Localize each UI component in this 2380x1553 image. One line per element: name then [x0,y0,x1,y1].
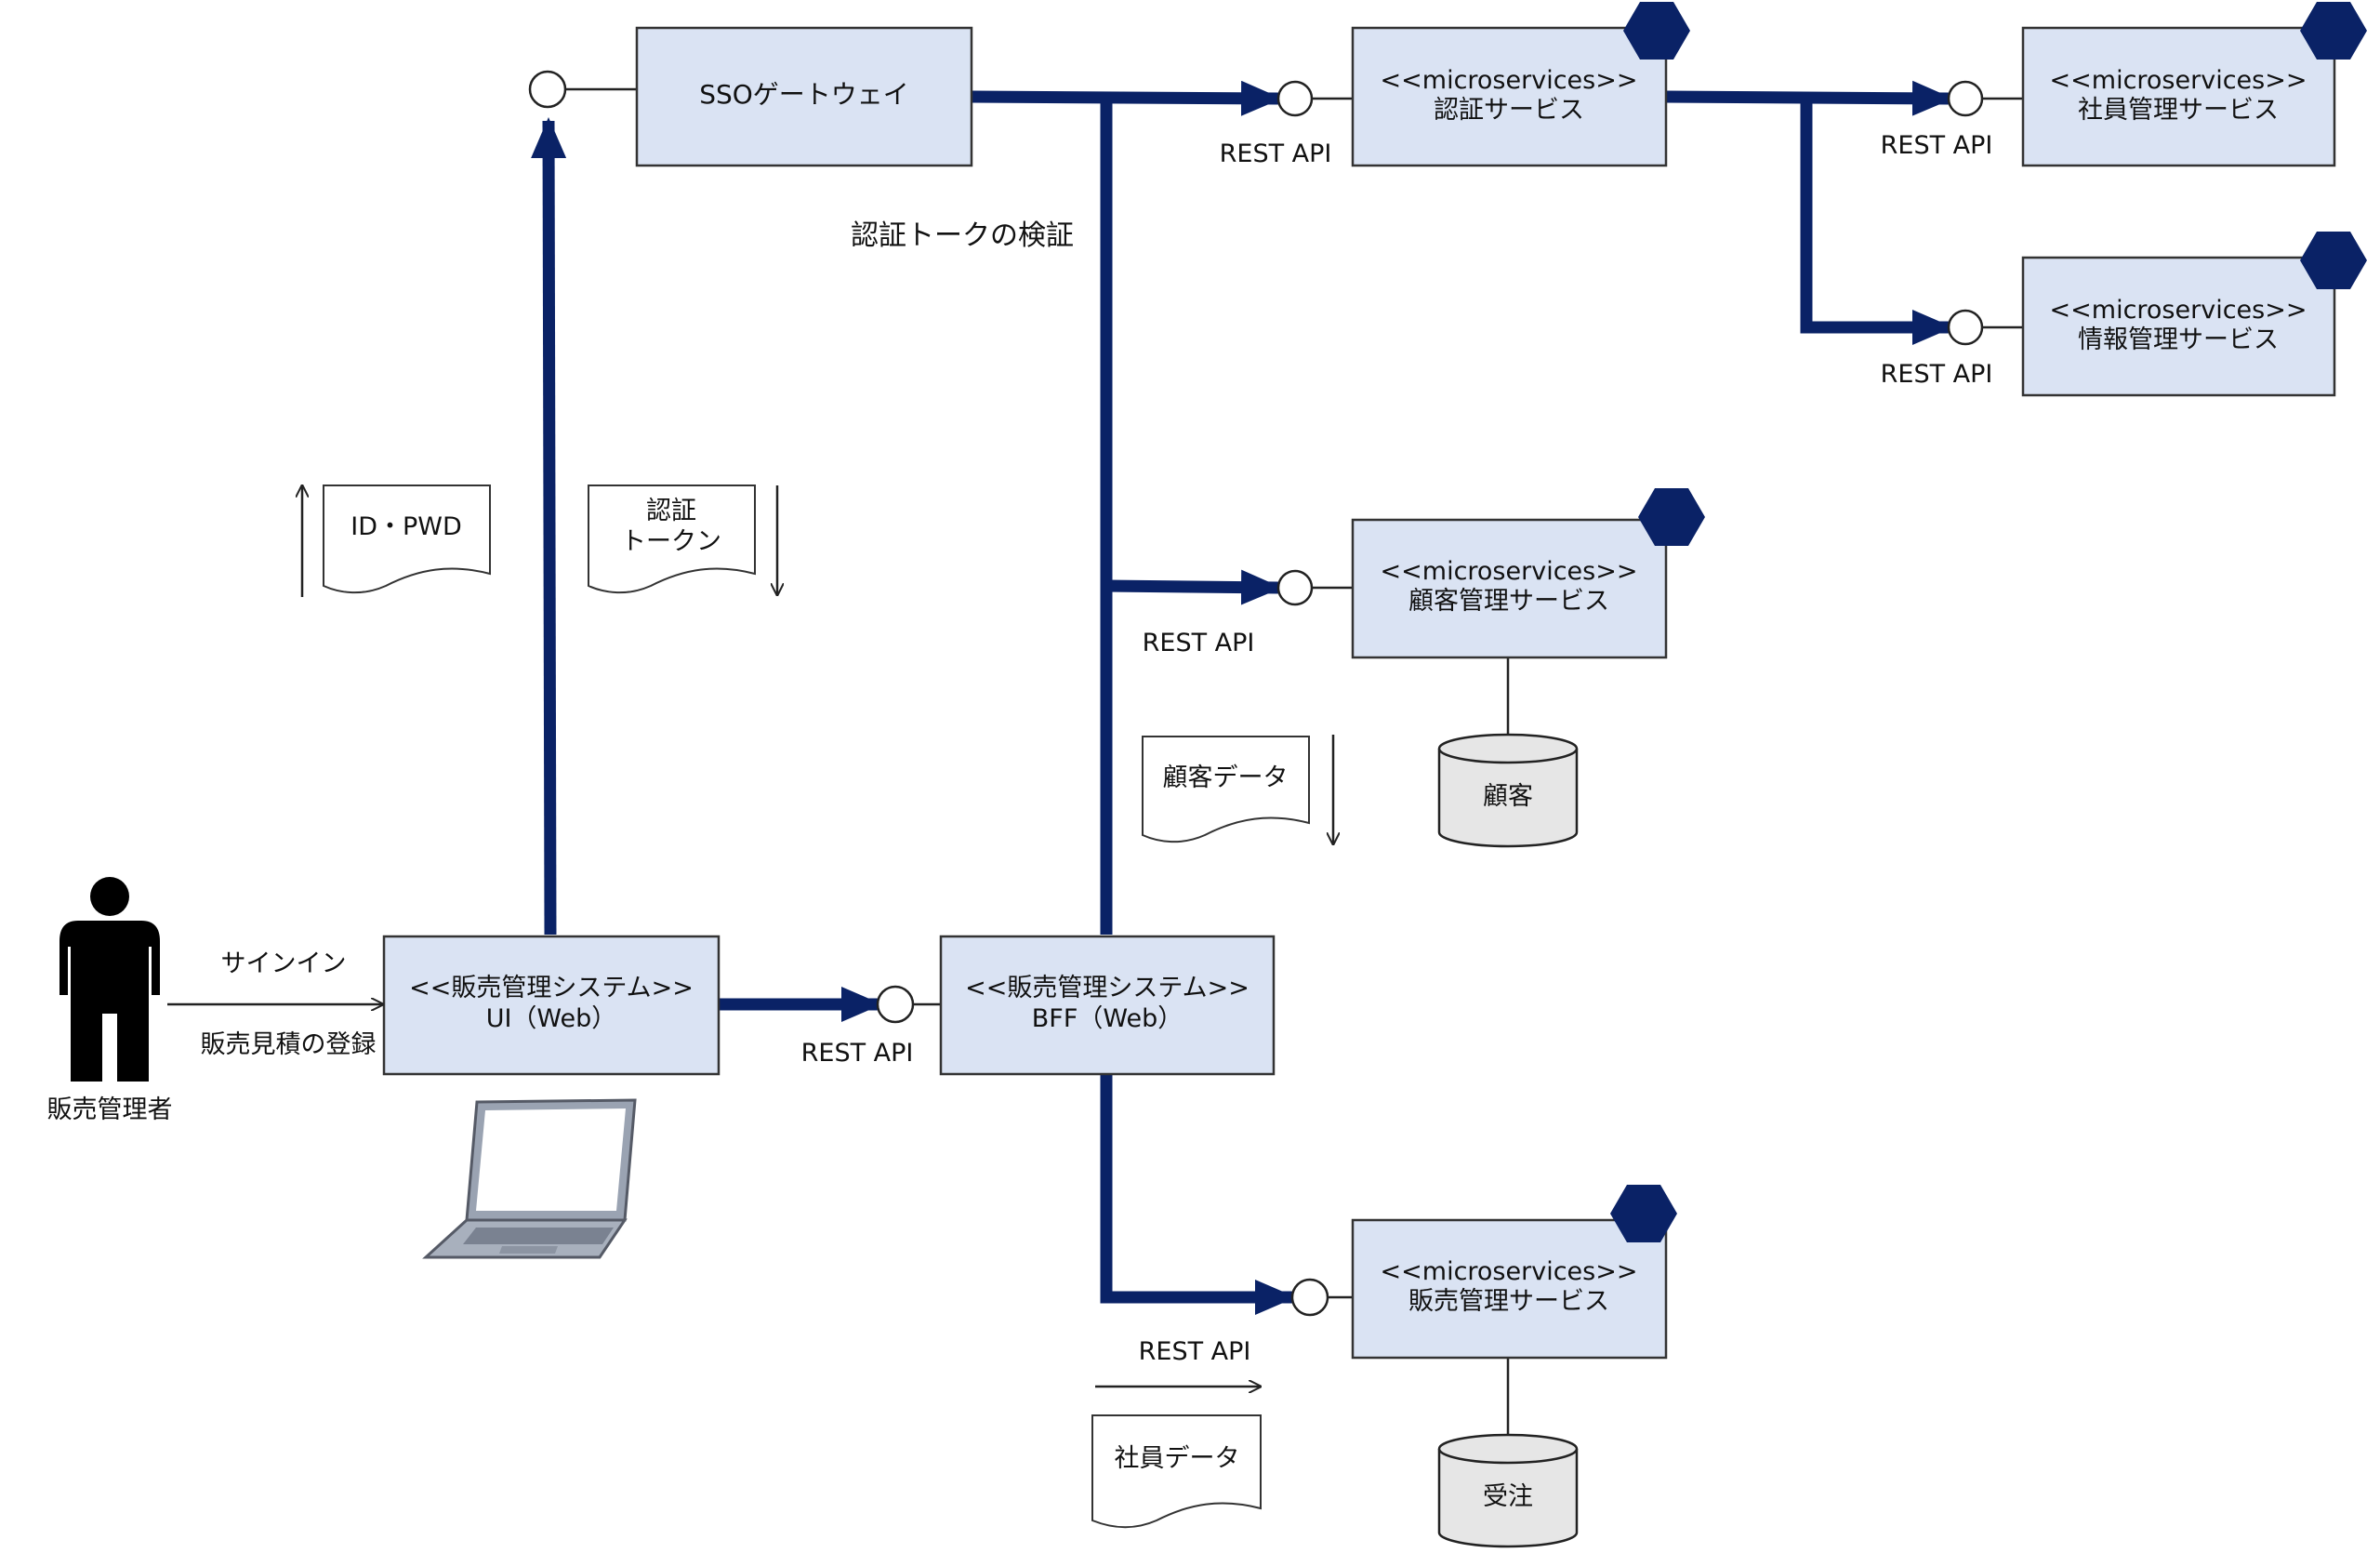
ui-label: UI（Web） [486,1004,617,1033]
sso-to-auth-connector [971,80,1282,116]
customer-service-component: <<microservices>> 顧客管理サービス [1351,488,1705,659]
employee-stereotype: <<microservices>> [2050,66,2307,95]
sso-gateway-label: SSOゲートウェイ [699,79,909,110]
register-label: 販売見積の登録 [201,1030,377,1059]
microservice-hex-icon [2300,232,2367,289]
id-pwd-document: ID・PWD [323,484,491,594]
bff-to-sales-connector [1100,1074,1296,1315]
bff-stereotype: <<販売管理システム>> [965,974,1250,1002]
employee-data-text: 社員データ [1115,1444,1240,1473]
sales-interface [1290,1278,1329,1317]
auth-to-info-connector [1800,97,1953,345]
info-label: 情報管理サービス [2078,325,2279,354]
microservice-hex-icon [1610,1185,1677,1242]
customer-database: 顧客 [1437,733,1579,848]
id-pwd-text: ID・PWD [350,512,462,541]
bff-web-component: <<販売管理システム>> BFF（Web） [939,935,1276,1076]
token-text-line1: 認証 [646,497,696,525]
info-stereotype: <<microservices>> [2050,296,2307,325]
microservice-hex-icon [1623,2,1690,60]
token-verify-label: 認証トークの検証 [851,219,1074,252]
actor-person-icon [60,877,160,1082]
employee-interface [1947,80,1984,117]
customer-data-text: 顧客データ [1163,763,1289,792]
employee-data-document: 社員データ [1091,1414,1262,1529]
auth-label: 認証サービス [1434,96,1584,125]
customer-stereotype: <<microservices>> [1381,557,1638,586]
info-rest-api-label: REST API [1881,360,1993,389]
sales-rest-api-label: REST API [1139,1337,1251,1366]
employee-service-component: <<microservices>> 社員管理サービス [2021,2,2367,167]
info-service-component: <<microservices>> 情報管理サービス [2021,232,2367,397]
auth-service-component: <<microservices>> 認証サービス [1351,2,1690,167]
microservice-hex-icon [1638,488,1705,546]
auth-token-document: 認証 トークン [588,484,756,594]
orders-database: 受注 [1437,1433,1579,1548]
orders-db-label: 受注 [1483,1482,1533,1511]
sso-gateway-component: SSOゲートウェイ [635,26,973,167]
ui-stereotype: <<販売管理システム>> [409,974,694,1002]
auth-interface [1276,80,1314,117]
bff-to-customer-connector [1105,569,1282,605]
customer-label: 顧客管理サービス [1408,587,1609,616]
signin-label: サインイン [221,949,347,978]
auth-stereotype: <<microservices>> [1381,66,1638,95]
token-text-line2: トークン [621,527,721,556]
employee-rest-api-label: REST API [1881,131,1993,160]
customer-data-document: 顧客データ [1142,736,1310,843]
bff-rest-api-label: REST API [801,1039,914,1068]
ui-web-component: <<販売管理システム>> UI（Web） [382,935,721,1076]
microservice-hex-icon [2300,2,2367,60]
sso-interface [528,70,567,109]
employee-label: 社員管理サービス [2078,96,2279,125]
customer-rest-api-label: REST API [1143,629,1255,657]
customer-interface [1276,569,1314,606]
ui-to-sso-connector [531,117,567,936]
bff-interface [876,985,915,1024]
sales-label: 販売管理サービス [1408,1287,1609,1316]
sales-stereotype: <<microservices>> [1381,1257,1638,1286]
customer-db-label: 顧客 [1483,782,1533,811]
actor-label: 販売管理者 [47,1095,173,1124]
laptop-icon [422,1098,637,1259]
bff-label: BFF（Web） [1032,1004,1183,1033]
sales-service-component: <<microservices>> 販売管理サービス [1351,1185,1677,1360]
info-interface [1947,309,1984,346]
auth-rest-api-label: REST API [1220,139,1332,168]
